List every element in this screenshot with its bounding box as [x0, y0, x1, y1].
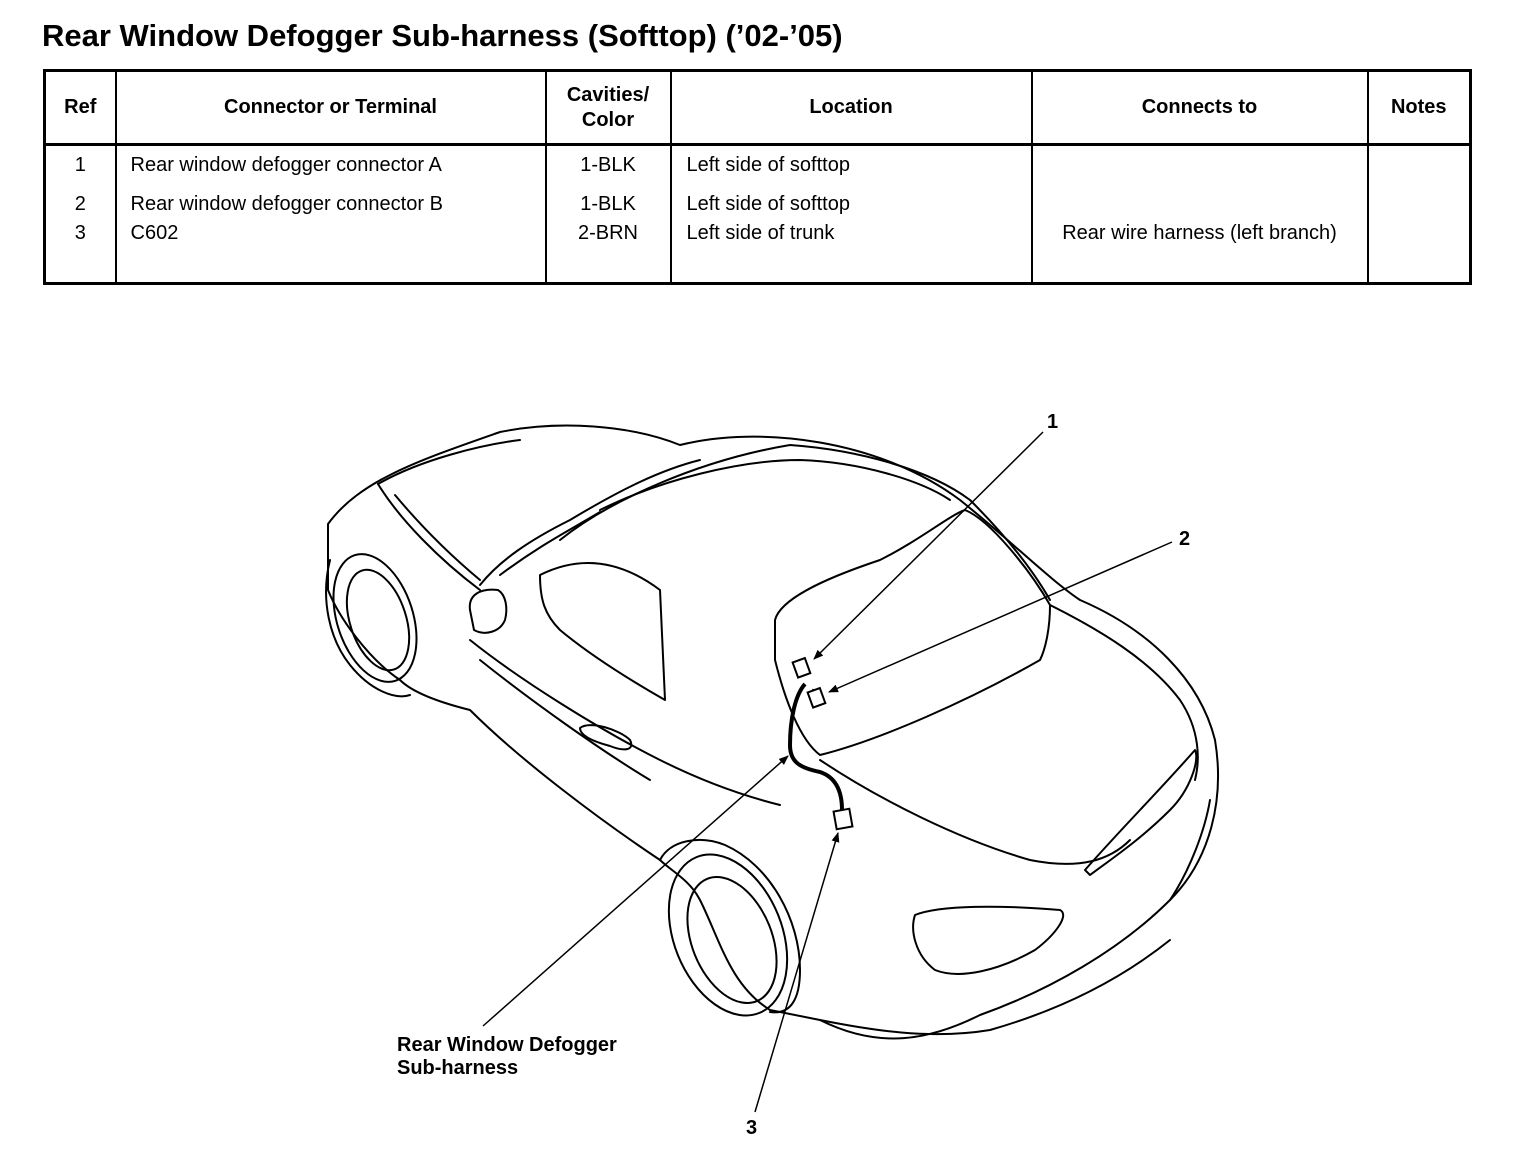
table-body-row: 1 2 3 Rear window defogger connector A R… — [43, 144, 1472, 284]
callout-1-label: 1 — [1047, 411, 1058, 433]
connector-a — [791, 656, 812, 679]
table-cell-location: Left side of softtop — [686, 193, 850, 215]
leader-line-harness — [482, 755, 789, 1027]
table-cell-ref: 1 — [74, 154, 86, 176]
table-cell-connector: Rear window defogger connector A — [130, 154, 442, 176]
table-cell-location: Left side of trunk — [686, 222, 835, 244]
page-title: Rear Window Defogger Sub-harness (Softto… — [42, 18, 843, 53]
connector-b — [806, 686, 827, 709]
harness-label-line2: Sub-harness — [397, 1057, 518, 1079]
car-body-outline — [325, 424, 1219, 1040]
table-cell-ref: 2 — [74, 193, 86, 215]
leader-line-1 — [813, 431, 1044, 660]
table-cell-connects-to: Rear wire harness (left branch) — [1062, 222, 1337, 244]
harness-label-line1: Rear Window Defogger — [397, 1034, 617, 1056]
table-cell-ref: 3 — [74, 222, 86, 244]
table-cell-connector: Rear window defogger connector B — [130, 193, 443, 215]
col-cavities: 1-BLK 1-BLK 2-BRN — [544, 144, 672, 284]
callout-2-label: 2 — [1179, 528, 1190, 550]
header-location: Location — [669, 69, 1033, 146]
connector-table: Ref Connector or Terminal Cavities/Color… — [43, 69, 1472, 285]
table-header-row: Ref Connector or Terminal Cavities/Color… — [43, 69, 1472, 146]
header-ref: Ref — [43, 69, 117, 146]
col-connector: Rear window defogger connector A Rear wi… — [114, 144, 547, 284]
header-connects-to: Connects to — [1030, 69, 1369, 146]
callout-3-label: 3 — [746, 1117, 757, 1139]
header-cavities-line2: Color — [581, 108, 635, 131]
callout-leaders — [482, 431, 1173, 1113]
col-connects-to: Rear wire harness (left branch) — [1030, 144, 1369, 284]
header-connector: Connector or Terminal — [114, 69, 547, 146]
connector-c602 — [832, 807, 854, 831]
table-cell-cavities: 1-BLK — [580, 154, 636, 176]
header-notes: Notes — [1366, 69, 1472, 146]
table-cell-cavities: 2-BRN — [577, 222, 638, 244]
table-cell-connector: C602 — [130, 222, 179, 244]
col-location: Left side of softtop Left side of softto… — [669, 144, 1033, 284]
col-ref: 1 2 3 — [43, 144, 117, 284]
table-cell-location: Left side of softtop — [686, 154, 850, 176]
header-cavities: Cavities/Color — [544, 69, 672, 146]
table-cell-cavities: 1-BLK — [580, 193, 636, 215]
leader-line-2 — [828, 541, 1173, 693]
col-notes — [1366, 144, 1472, 284]
leader-line-3 — [754, 832, 840, 1113]
header-cavities-line1: Cavities/ — [566, 83, 650, 106]
